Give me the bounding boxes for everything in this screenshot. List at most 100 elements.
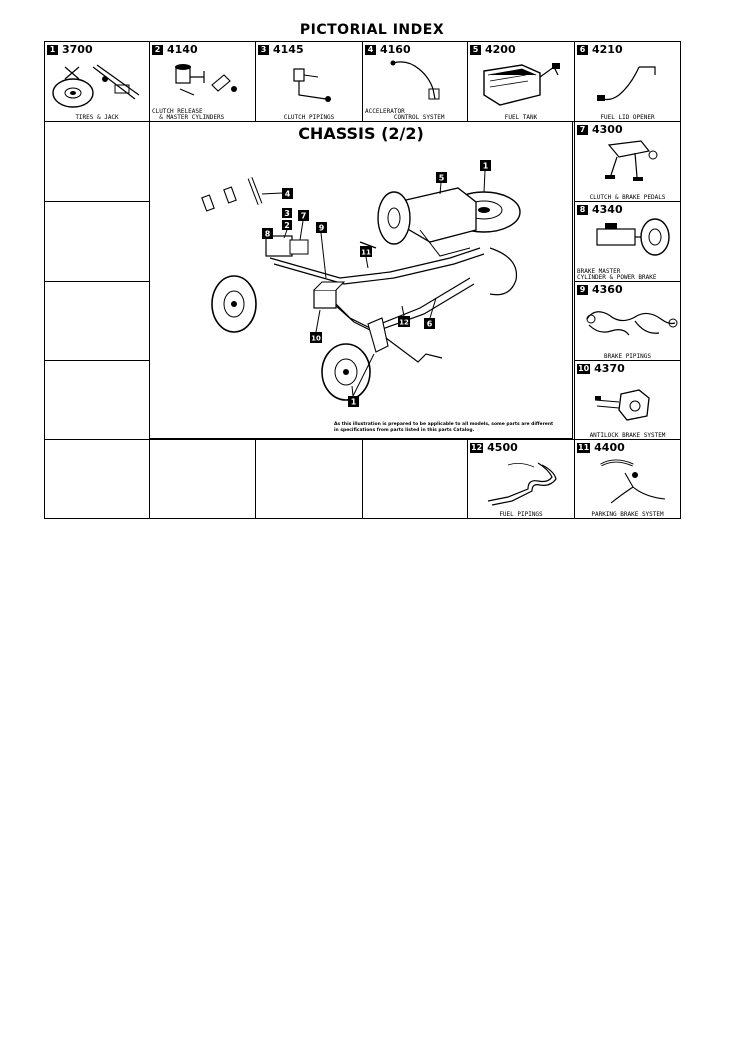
section-caption-line: CLUTCH RELEASE (152, 108, 203, 115)
index-number-badge: 6 (577, 44, 588, 55)
fuel-lid-opener-thumbnail (597, 66, 656, 101)
callout-11[interactable]: 11 (360, 246, 372, 269)
section-caption: BRAKE PIPINGS (604, 353, 651, 360)
brake-pipings-thumbnail (586, 311, 678, 336)
callout-10[interactable]: 10 (310, 309, 322, 343)
svg-text:10: 10 (311, 335, 321, 343)
parking-brake-thumbnail (600, 459, 666, 504)
svg-text:12: 12 (399, 319, 409, 327)
index-number-badge: 11 (577, 442, 591, 453)
page-title: PICTORIAL INDEX (299, 22, 445, 38)
empty-cell (44, 360, 150, 440)
callout-1-lower[interactable]: 1 (348, 353, 375, 407)
index-cell-4200[interactable]: 5 4200 FUEL TANK (467, 41, 575, 122)
empty-cell (44, 439, 150, 519)
note-line: As this illustration is prepared to be a… (334, 422, 554, 427)
section-caption: CLUTCH & BRAKE PEDALS (589, 194, 666, 201)
callout-2[interactable]: 2 (282, 220, 292, 239)
index-number-badge: 9 (577, 284, 588, 295)
svg-text:5: 5 (439, 174, 445, 183)
index-cell-4300[interactable]: 7 4300 CLUTCH & BRAKE PEDALS (574, 121, 681, 202)
empty-cell (44, 281, 150, 361)
index-cell-4160[interactable]: 4 4160 ACCELERATOR CONTROL SYSTEM (362, 41, 468, 122)
section-caption-line: & MASTER CYLINDERS (152, 114, 225, 121)
callout-5[interactable]: 5 (436, 172, 447, 195)
section-caption: FUEL LID OPENER (600, 114, 655, 121)
index-number-badge: 3 (258, 44, 269, 55)
svg-text:7: 7 (301, 212, 307, 221)
index-number-badge: 1 (47, 44, 58, 55)
svg-text:3: 3 (284, 209, 290, 218)
tires-jack-thumbnail (52, 64, 140, 108)
clutch-brake-pedals-thumbnail (605, 140, 658, 181)
section-code: 4210 (592, 43, 623, 56)
section-code: 4340 (592, 203, 623, 216)
section-code: 4145 (273, 43, 304, 56)
index-number-badge: 2 (152, 44, 163, 55)
empty-cell (44, 201, 150, 282)
section-code: 4500 (487, 441, 518, 454)
section-caption: TIRES & JACK (75, 114, 119, 121)
antilock-brake-thumbnail (594, 389, 650, 421)
index-number-badge: 8 (577, 204, 588, 215)
index-number-badge: 5 (470, 44, 481, 55)
index-number-badge: 7 (577, 124, 588, 135)
chassis-illustration-panel: CHASSIS (2/2) (149, 121, 573, 439)
note-line: in specifications from parts listed in t… (334, 428, 475, 433)
empty-cell (149, 439, 256, 519)
index-number-badge: 4 (365, 44, 376, 55)
brake-master-cylinder-thumbnail (596, 218, 670, 256)
callout-4[interactable]: 4 (261, 188, 293, 199)
chassis-title: CHASSIS (2/2) (298, 124, 424, 143)
section-code: 4370 (594, 362, 625, 375)
accelerator-control-thumbnail (390, 60, 440, 100)
callout-7[interactable]: 7 (298, 210, 309, 241)
callout-3[interactable]: 3 (282, 208, 292, 218)
svg-text:4: 4 (285, 190, 291, 199)
index-cell-4210[interactable]: 6 4210 FUEL LID OPENER (574, 41, 681, 122)
section-caption: CLUTCH PIPINGS (283, 114, 335, 121)
section-caption-line: CYLINDER & POWER BRAKE (577, 274, 657, 281)
callout-1[interactable]: 1 (480, 160, 491, 193)
index-cell-4370[interactable]: 10 4370 ANTILOCK BRAKE SYSTEM (574, 360, 681, 440)
svg-text:1: 1 (351, 398, 357, 407)
clutch-pipings-thumbnail (293, 68, 331, 102)
callout-9[interactable]: 9 (316, 222, 327, 279)
index-cell-4400[interactable]: 11 4400 PARKING BRAKE SYSTEM (574, 439, 681, 519)
section-caption: ANTILOCK BRAKE SYSTEM (589, 432, 666, 439)
section-caption-line: BRAKE MASTER (577, 268, 621, 275)
section-caption-line: ACCELERATOR (365, 108, 405, 115)
section-code: 4140 (167, 43, 198, 56)
index-cell-4500[interactable]: 12 4500 FUEL PIPINGS (467, 439, 575, 519)
svg-text:9: 9 (319, 224, 325, 233)
empty-cell (255, 439, 363, 519)
index-cell-3700[interactable]: 1 3700 TIRES & JACK (44, 41, 150, 122)
empty-cell (362, 439, 468, 519)
empty-cell (44, 121, 150, 202)
section-code: 4300 (592, 123, 623, 136)
section-code: 4200 (485, 43, 516, 56)
section-caption: PARKING BRAKE SYSTEM (591, 511, 664, 518)
svg-text:11: 11 (361, 249, 371, 257)
index-cell-4340[interactable]: 8 4340 BRAKE MASTER CYLINDER & POWER BRA… (574, 201, 681, 282)
section-caption: FUEL PIPINGS (499, 511, 543, 518)
section-caption: FUEL TANK (504, 114, 538, 121)
section-caption-line: CONTROL SYSTEM (365, 114, 445, 121)
svg-text:2: 2 (284, 221, 290, 230)
svg-text:6: 6 (427, 320, 433, 329)
callout-8[interactable]: 8 (262, 228, 273, 239)
callout-12[interactable]: 12 (398, 305, 410, 327)
applicability-note: As this illustration is prepared to be a… (334, 422, 566, 434)
svg-text:8: 8 (265, 230, 271, 239)
clutch-release-master-cylinder-thumbnail (175, 64, 237, 96)
callout-6[interactable]: 6 (424, 297, 437, 329)
section-code: 3700 (62, 43, 93, 56)
fuel-tank-thumbnail (483, 63, 560, 106)
index-cell-4140[interactable]: 2 4140 CLUTCH RELEASE & MASTER CYLINDERS (149, 41, 256, 122)
index-cell-4145[interactable]: 3 4145 CLUTCH PIPINGS (255, 41, 363, 122)
section-code: 4400 (594, 441, 625, 454)
index-number-badge: 12 (470, 442, 484, 453)
fuel-pipings-thumbnail (487, 462, 557, 506)
index-cell-4360[interactable]: 9 4360 BRAKE PIPINGS (574, 281, 681, 361)
index-number-badge: 10 (577, 363, 591, 374)
